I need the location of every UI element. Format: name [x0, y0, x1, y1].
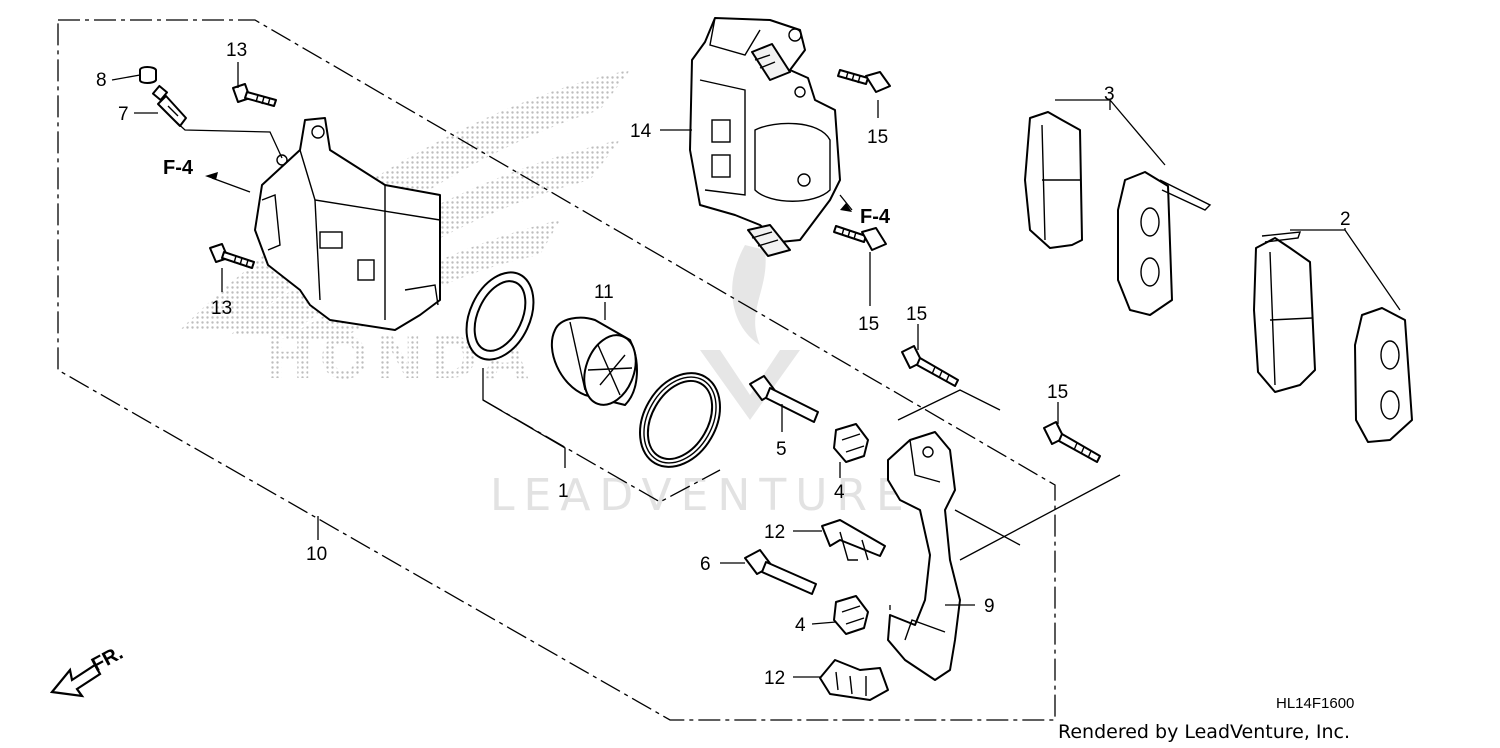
caliper-assembly-part-14[interactable]	[689, 17, 841, 257]
callout-13-upper: 13	[226, 40, 247, 61]
bracket-bolt-part-15-b[interactable]	[833, 225, 887, 251]
callout-10: 10	[306, 544, 327, 565]
ref-arrow-right	[840, 203, 852, 212]
brake-pad-set-part-2[interactable]	[1253, 231, 1413, 443]
callout-labels: 1 2 3 4 4 5 6 7 8 9 10 11 12 12 13 13 14…	[96, 40, 1351, 689]
callout-15-a: 15	[867, 127, 888, 148]
leadventure-watermark: LEADVENTURE	[490, 245, 913, 521]
bracket-bolt-part-15-d[interactable]	[1043, 421, 1101, 463]
caliper-assembly-border	[57, 19, 1056, 721]
piston-part-11[interactable]	[550, 316, 645, 412]
slide-pin-part-5[interactable]	[749, 375, 819, 423]
pad-spring-part-12-lower[interactable]	[819, 659, 889, 701]
bleeder-screw-part-7[interactable]	[151, 84, 187, 127]
callout-3: 3	[1104, 84, 1115, 105]
callout-2: 2	[1340, 209, 1351, 230]
bleeder-cap-part-8[interactable]	[139, 66, 157, 84]
callout-12-lower: 12	[764, 668, 785, 689]
ref-label-left: F-4	[163, 157, 194, 179]
callout-9: 9	[984, 596, 995, 617]
callout-15-d: 15	[1047, 382, 1068, 403]
callout-15-b: 15	[858, 314, 879, 335]
leadventure-watermark-text: LEADVENTURE	[490, 470, 913, 521]
caliper-bolt-part-13-upper[interactable]	[232, 83, 277, 107]
front-direction-arrow	[49, 663, 102, 698]
ref-label-right: F-4	[860, 206, 891, 228]
diagram-code: HL14F1600	[1276, 695, 1354, 712]
slide-pin-part-6[interactable]	[744, 549, 817, 595]
brake-pad-set-part-3[interactable]	[1024, 111, 1212, 316]
callout-11: 11	[594, 282, 614, 303]
piston-seal-part-1[interactable]	[453, 262, 546, 371]
credit-text: Rendered by LeadVenture, Inc.	[1058, 721, 1350, 743]
callout-7: 7	[118, 104, 129, 125]
pad-spring-part-12-upper[interactable]	[821, 519, 886, 561]
callout-13-lower: 13	[211, 298, 232, 319]
ref-arrow-left	[205, 172, 218, 180]
caliper-body-part-10[interactable]	[254, 117, 441, 331]
bracket-bolt-part-15-c[interactable]	[901, 345, 959, 387]
callout-4-lower: 4	[795, 615, 806, 636]
callout-6: 6	[700, 554, 711, 575]
caliper-bolt-part-13-lower[interactable]	[209, 243, 255, 269]
callout-4-upper: 4	[834, 482, 845, 503]
callout-1: 1	[558, 481, 569, 502]
callout-14: 14	[630, 121, 652, 142]
pin-boot-part-4-lower[interactable]	[833, 595, 869, 635]
callout-15-c: 15	[906, 304, 927, 325]
dust-seal-part-1[interactable]	[624, 359, 736, 482]
bracket-bolt-part-15-a[interactable]	[837, 69, 891, 93]
callout-5: 5	[776, 439, 787, 460]
pin-boot-part-4-upper[interactable]	[833, 423, 869, 463]
callout-12-upper: 12	[764, 522, 785, 543]
callout-8: 8	[96, 70, 107, 91]
caliper-bracket-part-9[interactable]	[887, 431, 961, 681]
leader-lines	[111, 62, 1401, 678]
